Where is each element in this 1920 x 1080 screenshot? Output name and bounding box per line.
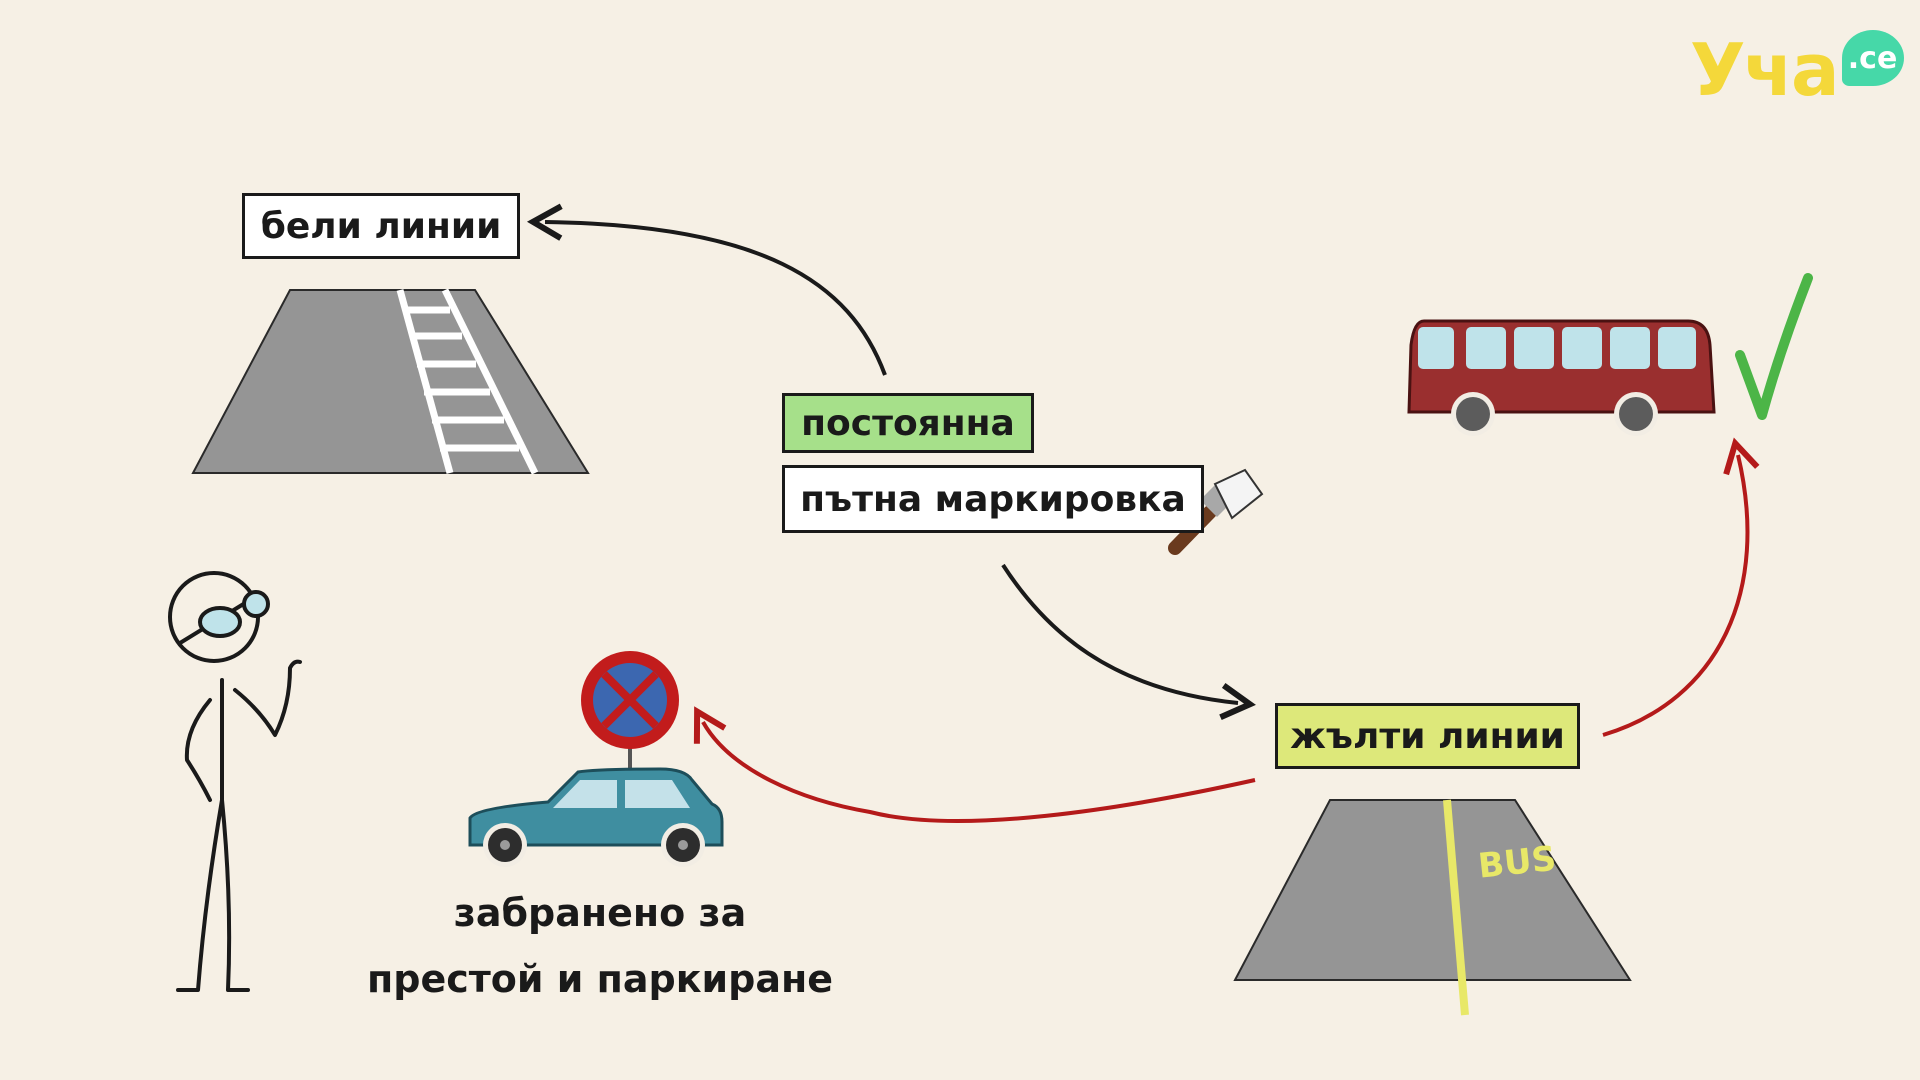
arrow-to-no-parking [693, 706, 1256, 823]
stick-figure-icon [168, 571, 302, 992]
car-icon [468, 767, 724, 867]
ucha-se-logo: Уча .се [1690, 28, 1904, 112]
check-icon [1735, 273, 1813, 420]
brush-icon [1168, 468, 1264, 555]
logo-badge: .се [1841, 30, 1904, 86]
road-white-lines-icon [191, 288, 590, 475]
yellow-line-marking [1443, 799, 1469, 1016]
no-parking-sign-icon [581, 651, 679, 782]
label-road-marking: пътна маркировка [782, 465, 1204, 533]
arrow-to-bus [1602, 437, 1760, 737]
road-yellow-lines-icon [1233, 799, 1632, 1016]
label-permanent: постоянна [782, 393, 1034, 453]
label-yellow-lines: жълти линии [1275, 703, 1580, 769]
caption-line-1: забранено за [453, 891, 747, 935]
logo-word: Уча [1690, 28, 1840, 112]
arrow-to-yellow-lines [1001, 563, 1256, 721]
white-line-marking [396, 288, 539, 475]
caption-line-2: престой и паркиране [367, 957, 833, 1001]
road-bus-text: BUS [1476, 839, 1558, 887]
bus-icon [1407, 319, 1716, 436]
label-white-lines: бели линии [242, 193, 520, 259]
no-parking-caption: забранено за престой и паркиране [360, 880, 840, 1012]
arrow-to-white-lines [526, 203, 887, 376]
